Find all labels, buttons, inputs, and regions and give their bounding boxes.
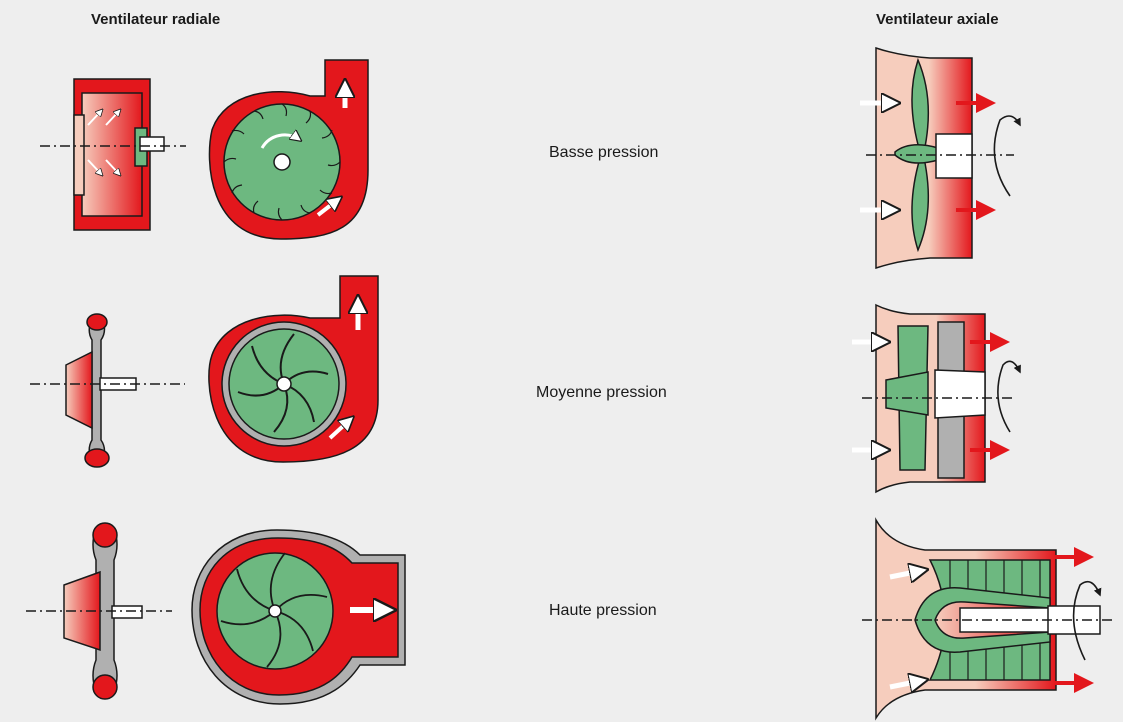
radial-low-side [40, 79, 186, 230]
radial-low-front [209, 60, 368, 239]
axial-high [862, 520, 1112, 718]
radial-mid-front [209, 276, 378, 462]
radial-high-side [26, 523, 172, 699]
radial-mid-side [30, 314, 185, 467]
radial-high-front [192, 530, 405, 704]
axial-low [860, 48, 1020, 268]
axial-mid [852, 305, 1020, 492]
